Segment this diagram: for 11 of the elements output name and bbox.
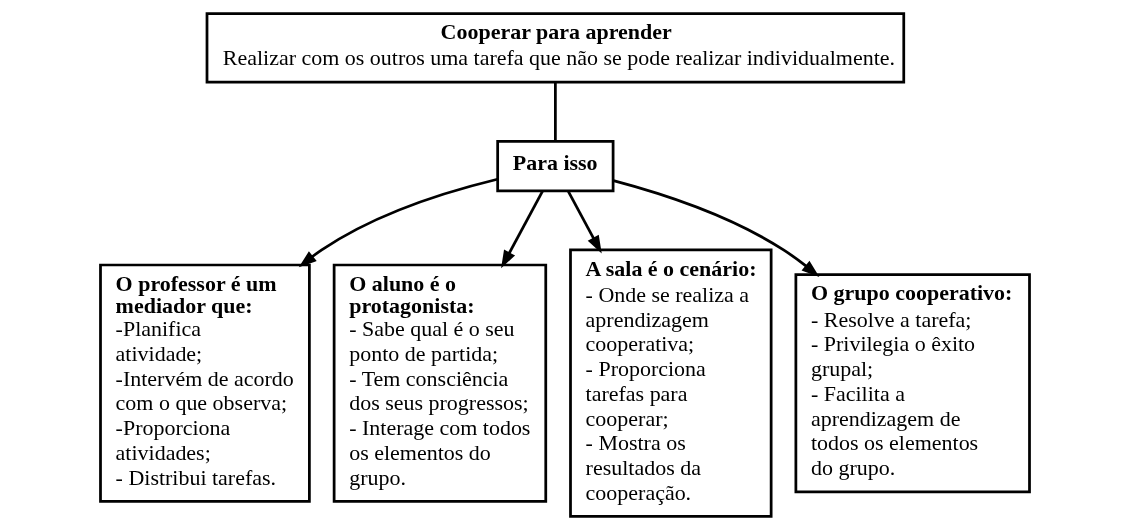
node-box: O aluno é o protagonista: - Sabe qual é o seu ponto de partida; - Tem consciência dos seus progressos; - Interage com todos os elementos do grupo. bbox=[332, 263, 547, 503]
connector bbox=[553, 82, 557, 142]
node-box: O professor é um mediador que: -Planifica atividade; -Intervém de acordo com o que observa; -Proporciona atividades; - Distribui tarefas. bbox=[98, 263, 311, 503]
arrow bbox=[612, 179, 819, 277]
arrow bbox=[500, 190, 544, 269]
arrow bbox=[566, 190, 602, 254]
node-box: Para isso bbox=[495, 139, 614, 193]
node-box: A sala é o cenário: - Onde se realiza a aprendizagem cooperativa; - Proporciona tarefas para cooperar; - Mostra os resultados da cooperação. bbox=[568, 248, 772, 518]
node-box: O grupo cooperativo: - Resolve a tarefa; - Privilegia o êxito grupal; - Facilita a aprendizagem de todos os elementos do grupo. bbox=[794, 273, 1031, 494]
arrow bbox=[298, 177, 498, 268]
node-box: Cooperar para aprender Realizar com os outros uma tarefa que não se pode realizar individualmente. bbox=[205, 12, 905, 84]
